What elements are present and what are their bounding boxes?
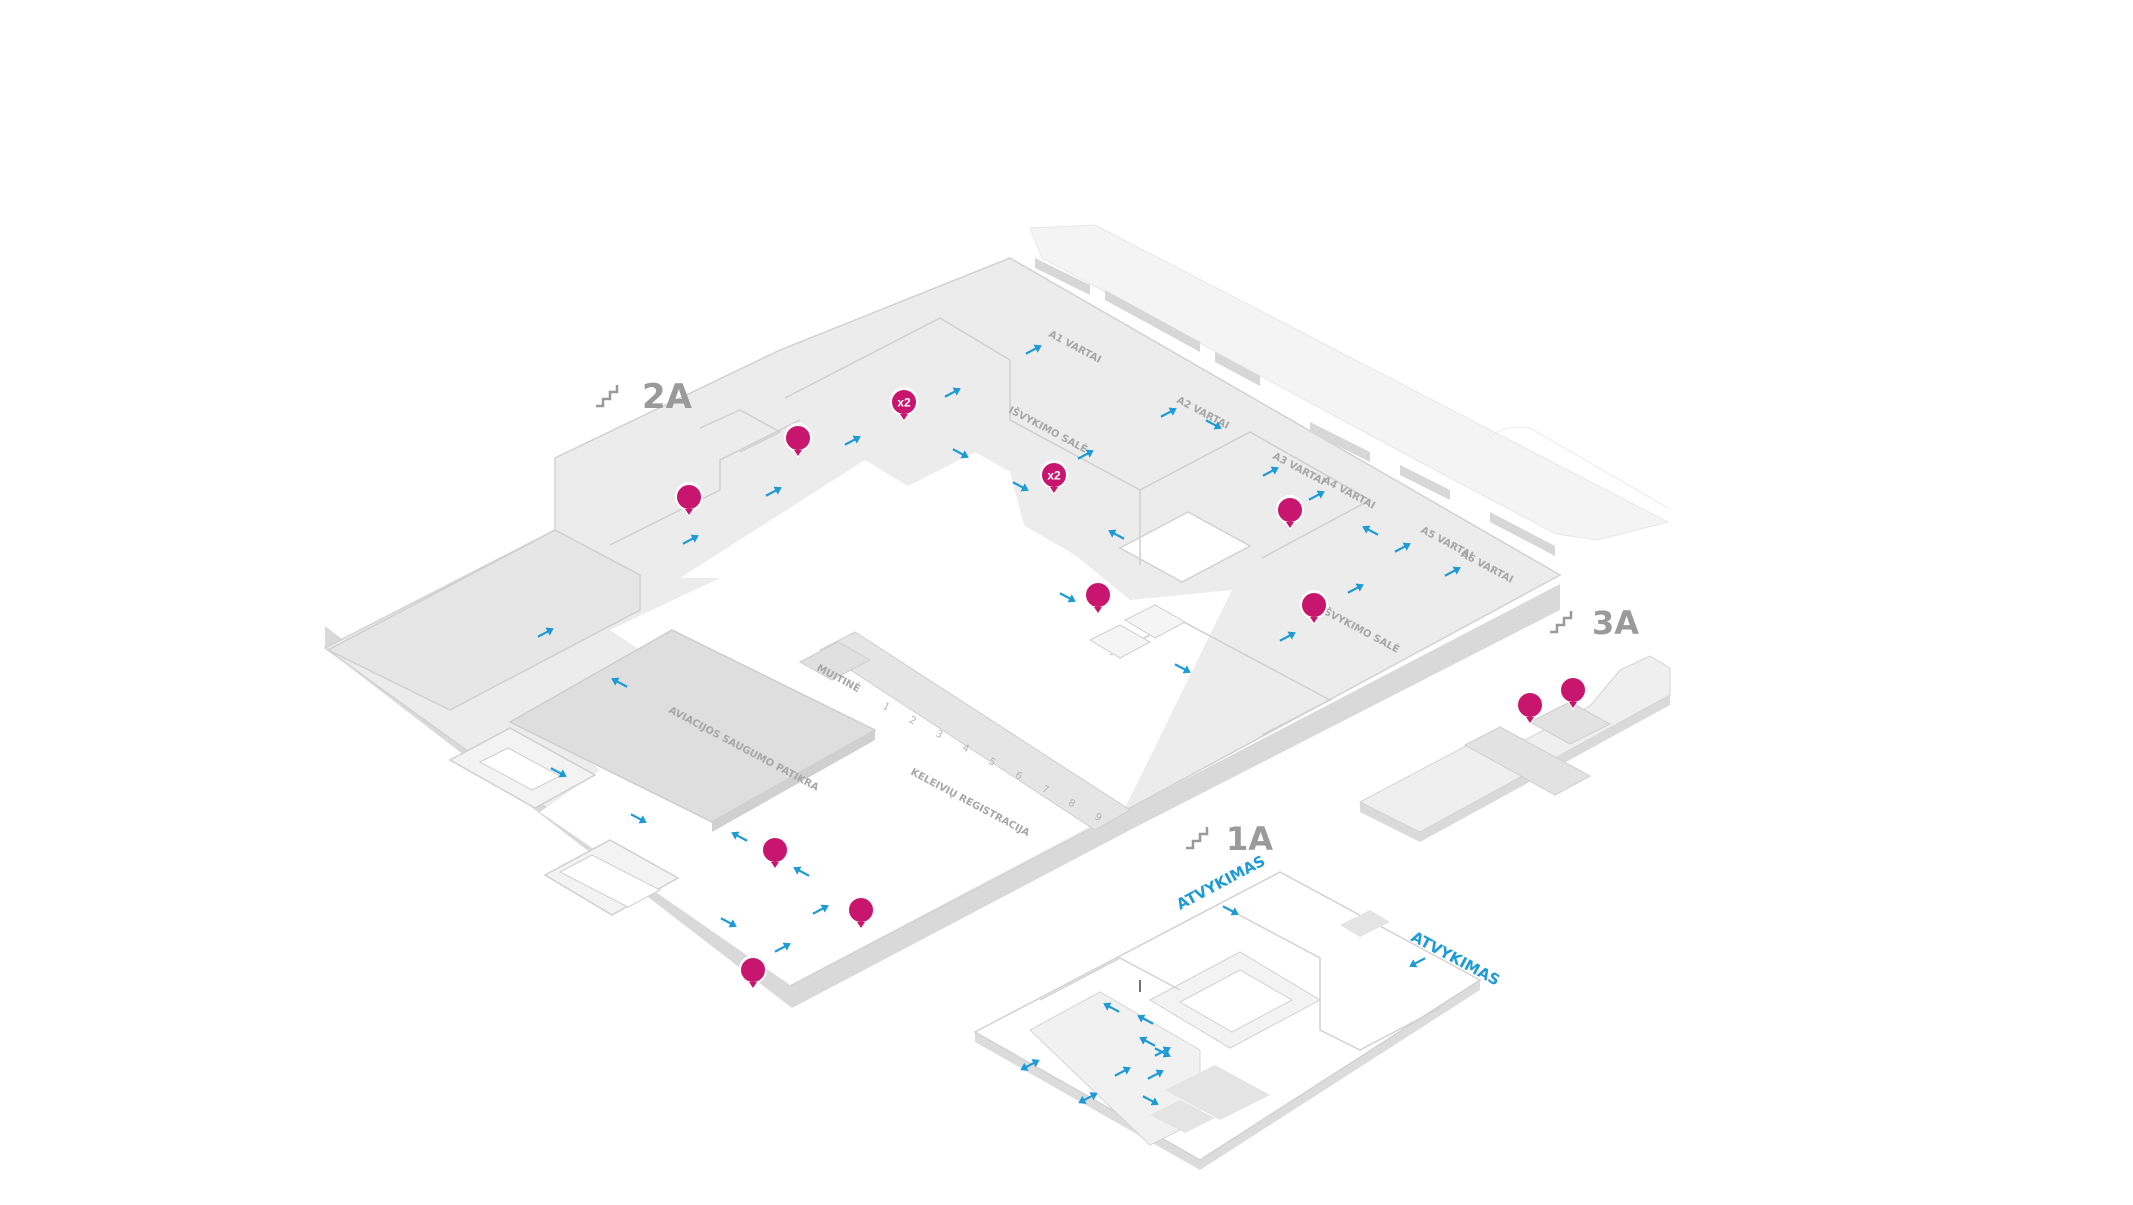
checkin-counter-number: 4 xyxy=(960,742,971,755)
checkin-counter-number: 9 xyxy=(1093,811,1104,824)
apron-edge xyxy=(1489,427,1669,509)
gate-pier-4 xyxy=(1310,422,1370,462)
interior-walls-4 xyxy=(609,419,801,546)
courtyard-white xyxy=(540,460,1232,985)
checkin-counters: 1 2 3 4 5 6 7 8 9 xyxy=(881,701,1104,824)
location-markers[interactable]: x2 x2 xyxy=(674,385,1588,991)
floor-3a-room xyxy=(1463,726,1592,796)
multi-location-pin[interactable]: x2 xyxy=(889,385,919,423)
floor-label-1a-text: 1A xyxy=(1226,820,1273,858)
gate-pier-6 xyxy=(1490,512,1555,556)
floor-1a-walls xyxy=(1229,909,1441,1051)
annex-2-inner xyxy=(558,854,662,908)
floor-label-2a: 2A xyxy=(596,377,693,417)
gate-pier-3 xyxy=(1215,352,1260,386)
checkin-strip xyxy=(819,631,1131,831)
interior-walls xyxy=(784,317,1141,565)
floor-3a-slab-side xyxy=(1360,695,1670,842)
checkin-counter-number: 8 xyxy=(1066,798,1077,811)
floor-2a-slab-side xyxy=(325,584,1560,1008)
interior-walls-5 xyxy=(699,409,782,453)
stairs-icon xyxy=(1550,611,1573,634)
stairs-icon xyxy=(1186,827,1209,850)
floor-3a-plan xyxy=(1358,655,1671,842)
interior-walls-3 xyxy=(1109,619,1332,736)
interior-walls-2 xyxy=(1139,431,1372,559)
elevator-block xyxy=(1088,624,1152,659)
floor-1a-room-a xyxy=(1165,1065,1270,1120)
floor-1a-plan xyxy=(973,871,1482,1170)
customs-box xyxy=(798,641,872,681)
floor-label-2a-text: 2A xyxy=(642,377,693,417)
location-pin-icon[interactable] xyxy=(1558,673,1588,711)
floor-1a-room-c xyxy=(1340,910,1390,937)
elevator-block-2 xyxy=(1123,604,1187,639)
multi-location-pin[interactable]: x2 xyxy=(1039,458,1069,496)
pin-count: x2 xyxy=(897,396,911,410)
floor-label-3a-text: 3A xyxy=(1592,604,1639,642)
floor-label-3a: 3A xyxy=(1550,604,1639,642)
gate-pier-1 xyxy=(1035,258,1090,295)
floor-2a-plan xyxy=(323,257,1562,1008)
gate-pier-2 xyxy=(1105,290,1200,352)
pin-count: x2 xyxy=(1047,469,1061,483)
stairs-icon xyxy=(596,385,619,408)
floor-3a-room-2 xyxy=(1528,701,1612,745)
floor-1a-room-b xyxy=(1150,1100,1215,1133)
checkin-counter-number: 1 xyxy=(881,701,892,714)
floor-1a-walls-2 xyxy=(1039,957,1181,1001)
central-void xyxy=(825,452,1032,597)
small-void xyxy=(1118,511,1252,583)
floor-1a-court-inner xyxy=(1178,969,1294,1033)
security-hall-side xyxy=(712,730,875,832)
checkin-counter-number: 5 xyxy=(987,756,998,769)
left-wing xyxy=(326,529,641,711)
gate-pier-5 xyxy=(1400,465,1450,500)
floor-label-1a: 1A xyxy=(1186,820,1273,858)
checkin-counter-number: 3 xyxy=(934,729,945,742)
checkin-counter-number: 7 xyxy=(1040,784,1051,797)
checkin-counter-number: 2 xyxy=(907,715,918,728)
checkin-counter-number: 6 xyxy=(1013,770,1024,783)
